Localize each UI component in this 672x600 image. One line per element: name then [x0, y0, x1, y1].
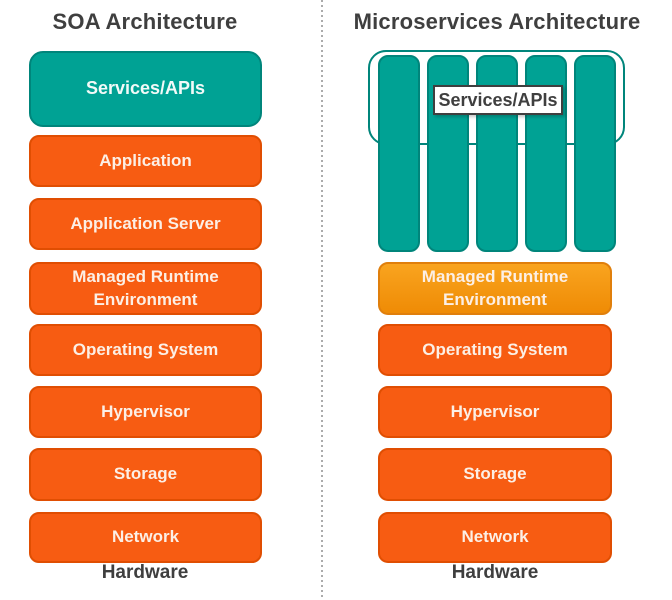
soa-hardware-label: Hardware [101, 562, 189, 583]
soa-layer-hypervisor: Hypervisor [29, 386, 262, 438]
soa-layer-operating-system: Operating System [29, 324, 262, 376]
microservices-services-apis-label: Services/APIs [433, 85, 563, 115]
soa-layer-network: Network [29, 512, 262, 563]
ms-layer-hypervisor: Hypervisor [378, 386, 612, 438]
soa-layer-storage: Storage [29, 448, 262, 501]
microservice-bar [574, 55, 616, 252]
ms-layer-storage: Storage [378, 448, 612, 501]
ms-layer-network: Network [378, 512, 612, 563]
ms-hardware-label: Hardware [451, 562, 539, 583]
column-divider [321, 0, 323, 600]
soa-layer-application: Application [29, 135, 262, 187]
ms-layer-managed-runtime-environment: Managed Runtime Environment [378, 262, 612, 315]
ms-layer-operating-system: Operating System [378, 324, 612, 376]
soa-column-title: SOA Architecture [52, 9, 238, 34]
soa-layer-managed-runtime-environment: Managed Runtime Environment [29, 262, 262, 315]
soa-layer-services-apis: Services/APIs [29, 51, 262, 127]
microservice-bar [378, 55, 420, 252]
soa-layer-application-server: Application Server [29, 198, 262, 250]
microservices-column-title: Microservices Architecture [353, 9, 641, 34]
